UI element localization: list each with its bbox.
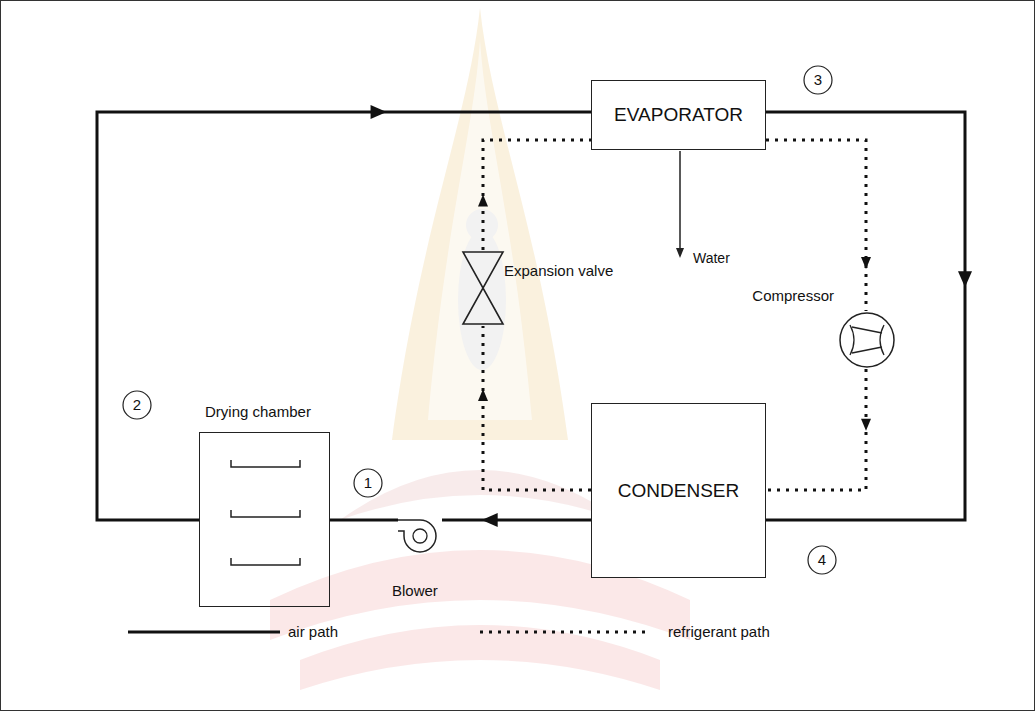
callout-circle <box>808 546 836 574</box>
watermark-tower-inner <box>428 40 532 420</box>
air-path-line <box>97 112 591 520</box>
callout-number: 2 <box>122 390 152 420</box>
refrigerant-path-connector <box>766 369 871 490</box>
tray <box>231 558 300 565</box>
callout-circle <box>354 469 382 497</box>
callout-circle <box>804 66 832 94</box>
water-leader <box>679 151 681 250</box>
compressor-line <box>852 327 882 333</box>
refrigerant-path-line <box>483 140 591 250</box>
blower-fan <box>413 529 427 543</box>
legend-text: air path <box>288 623 338 640</box>
watermark-leaf <box>340 470 620 520</box>
blower-symbol-label: Blower <box>392 582 438 599</box>
tray <box>231 460 300 467</box>
refrigerant-path-line <box>766 140 866 311</box>
compressor-curve <box>880 325 884 355</box>
compressor-circle <box>840 313 894 367</box>
air-path-connector <box>766 112 972 520</box>
legend-samples <box>128 632 648 633</box>
expansion-valve-symbol-label: Expansion valve <box>504 262 613 279</box>
callout-number: 1 <box>364 474 372 491</box>
callout-number: 1 <box>353 468 383 498</box>
water-arrowhead <box>676 248 684 258</box>
air-path-connector <box>97 105 591 520</box>
blower-housing <box>398 520 436 552</box>
expansion-valve-symbol-outline <box>460 250 506 326</box>
condenser-box: CONDENSER <box>591 403 766 578</box>
air-path-connector <box>330 520 398 521</box>
expansion-valve-symbol: Expansion valve <box>460 250 506 326</box>
air-path-line <box>442 519 591 522</box>
evaporator-box-label: EVAPORATOR <box>614 104 743 126</box>
watermark-base <box>300 625 660 690</box>
output-label: Water <box>693 250 730 266</box>
water-drain-arrow <box>676 151 684 258</box>
condenser-box-label: CONDENSER <box>618 480 739 502</box>
arrowhead <box>478 195 488 207</box>
legend-refrigerant-line <box>480 631 648 634</box>
blower-symbol: Blower <box>398 510 442 554</box>
compressor-symbol-outline <box>838 311 896 369</box>
callout-number: 4 <box>807 545 837 575</box>
callout-number: 2 <box>133 396 141 413</box>
compressor-symbol-label: Compressor <box>752 287 834 304</box>
tray <box>231 510 300 517</box>
arrowhead <box>861 257 871 269</box>
compressor-curve <box>850 325 854 355</box>
trays <box>231 460 300 565</box>
legend-air-line <box>128 631 280 634</box>
arrowhead <box>958 271 972 287</box>
refrigerant-path-connector <box>478 140 591 250</box>
arrowhead <box>482 513 498 527</box>
drying-chamber-label: Drying chamber <box>205 403 311 420</box>
refrigerant-path-line <box>483 326 591 490</box>
legend-text: refrigerant path <box>668 623 770 640</box>
compressor-line <box>852 347 882 353</box>
refrigerant-path-connector <box>478 326 591 490</box>
air-path-connector <box>442 513 591 527</box>
callout-number: 3 <box>814 71 822 88</box>
valve-bowtie <box>463 252 503 324</box>
callout-number: 3 <box>803 65 833 95</box>
refrigerant-path-connector <box>766 140 871 311</box>
watermark-tower <box>392 8 568 440</box>
arrowhead <box>861 419 871 431</box>
evaporator-box: EVAPORATOR <box>591 80 766 150</box>
callout-number: 4 <box>818 551 826 568</box>
drying-chamber: Drying chamber <box>199 432 330 607</box>
blower-symbol-outline <box>398 510 442 554</box>
callout-circle <box>123 391 151 419</box>
compressor-symbol: Compressor <box>838 311 896 369</box>
watermark-figure <box>458 230 506 370</box>
air-path-line <box>766 112 965 520</box>
arrowhead <box>478 389 488 401</box>
air-path-line <box>330 519 398 522</box>
arrowhead <box>371 105 387 119</box>
refrigerant-path-line <box>766 369 866 490</box>
